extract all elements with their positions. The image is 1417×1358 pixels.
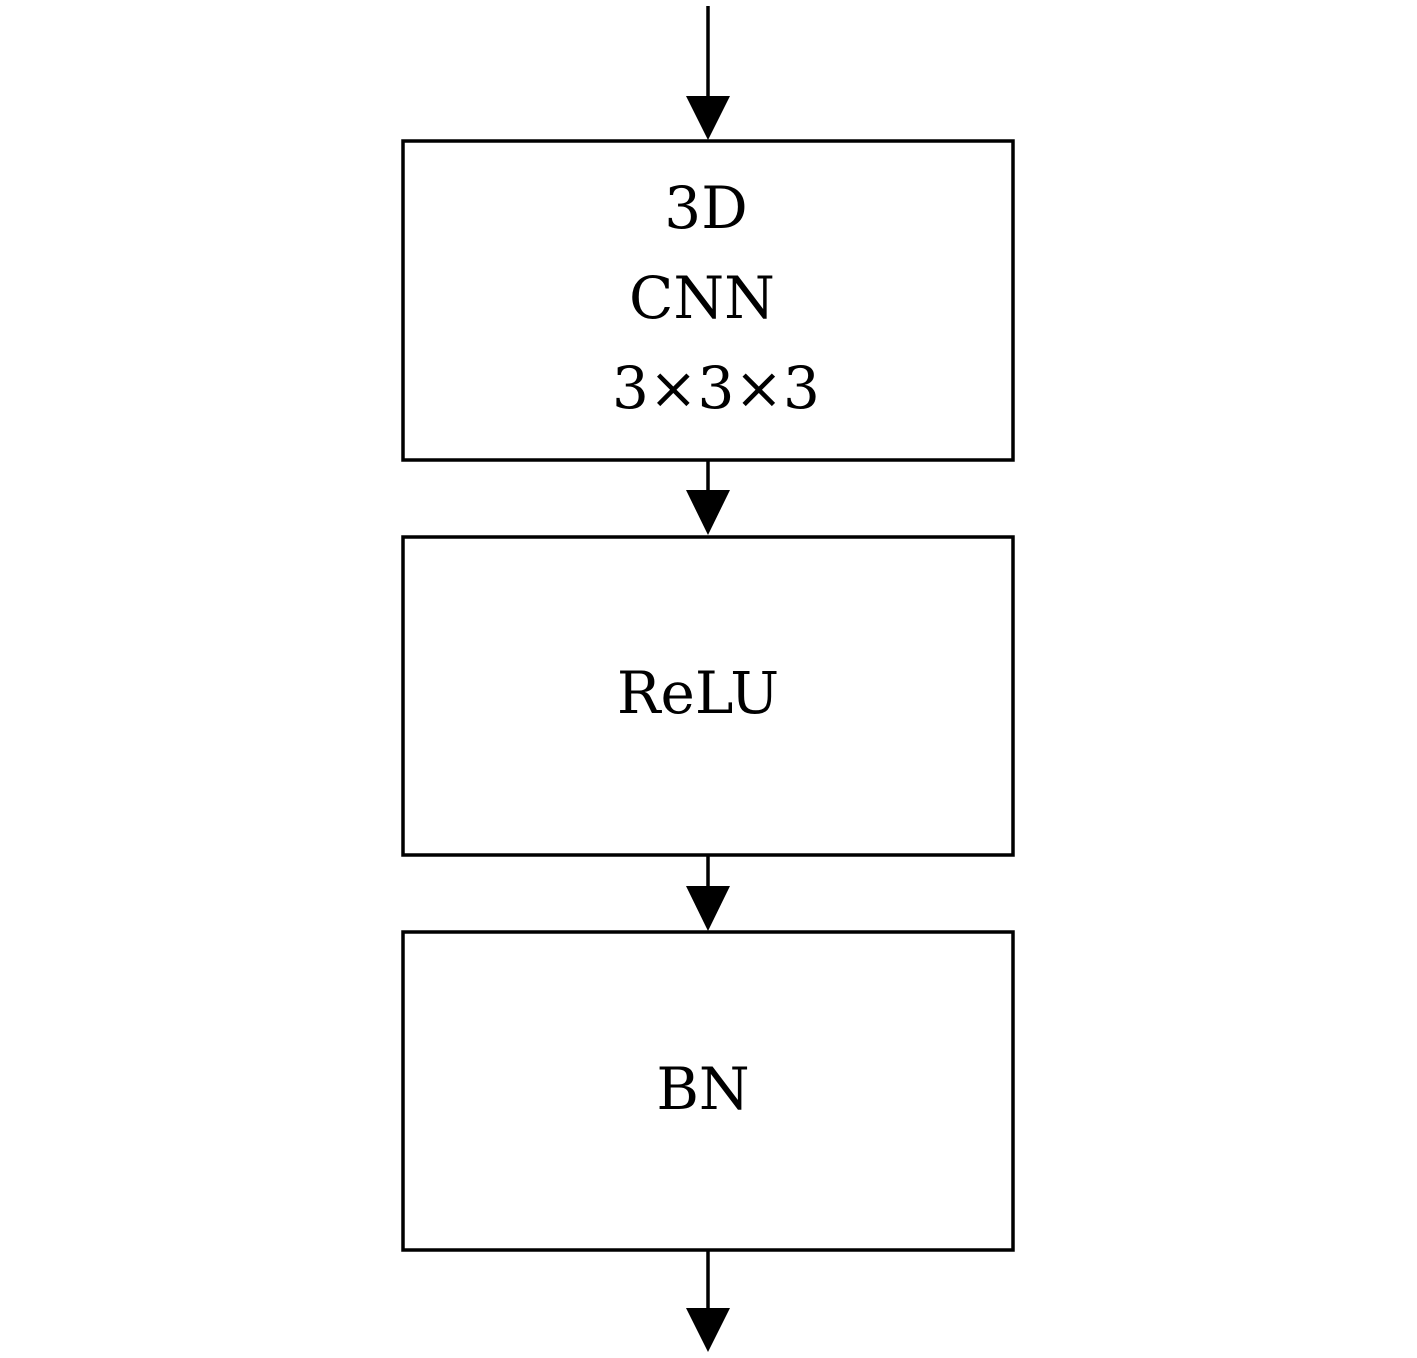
node-3d-cnn-line-2: CNN (629, 264, 775, 332)
node-bn: BN (401, 930, 1015, 1252)
edge-input-to-3d-cnn (686, 6, 730, 140)
edge-bn-to-output (686, 1250, 730, 1352)
arrowhead-icon (686, 1308, 730, 1352)
node-3d-cnn: 3D CNN 3×3×3 (401, 139, 1015, 462)
node-relu-label: ReLU (617, 659, 779, 727)
edge-3d-cnn-to-relu (686, 460, 730, 535)
arrowhead-icon (686, 886, 730, 931)
node-bn-label: BN (656, 1055, 749, 1123)
node-relu: ReLU (401, 535, 1015, 857)
arrowhead-icon (686, 96, 730, 140)
node-3d-cnn-line-1: 3D (664, 174, 747, 242)
arrowhead-icon (686, 490, 730, 535)
node-3d-cnn-line-3: 3×3×3 (612, 354, 820, 422)
edge-relu-to-bn (686, 855, 730, 931)
